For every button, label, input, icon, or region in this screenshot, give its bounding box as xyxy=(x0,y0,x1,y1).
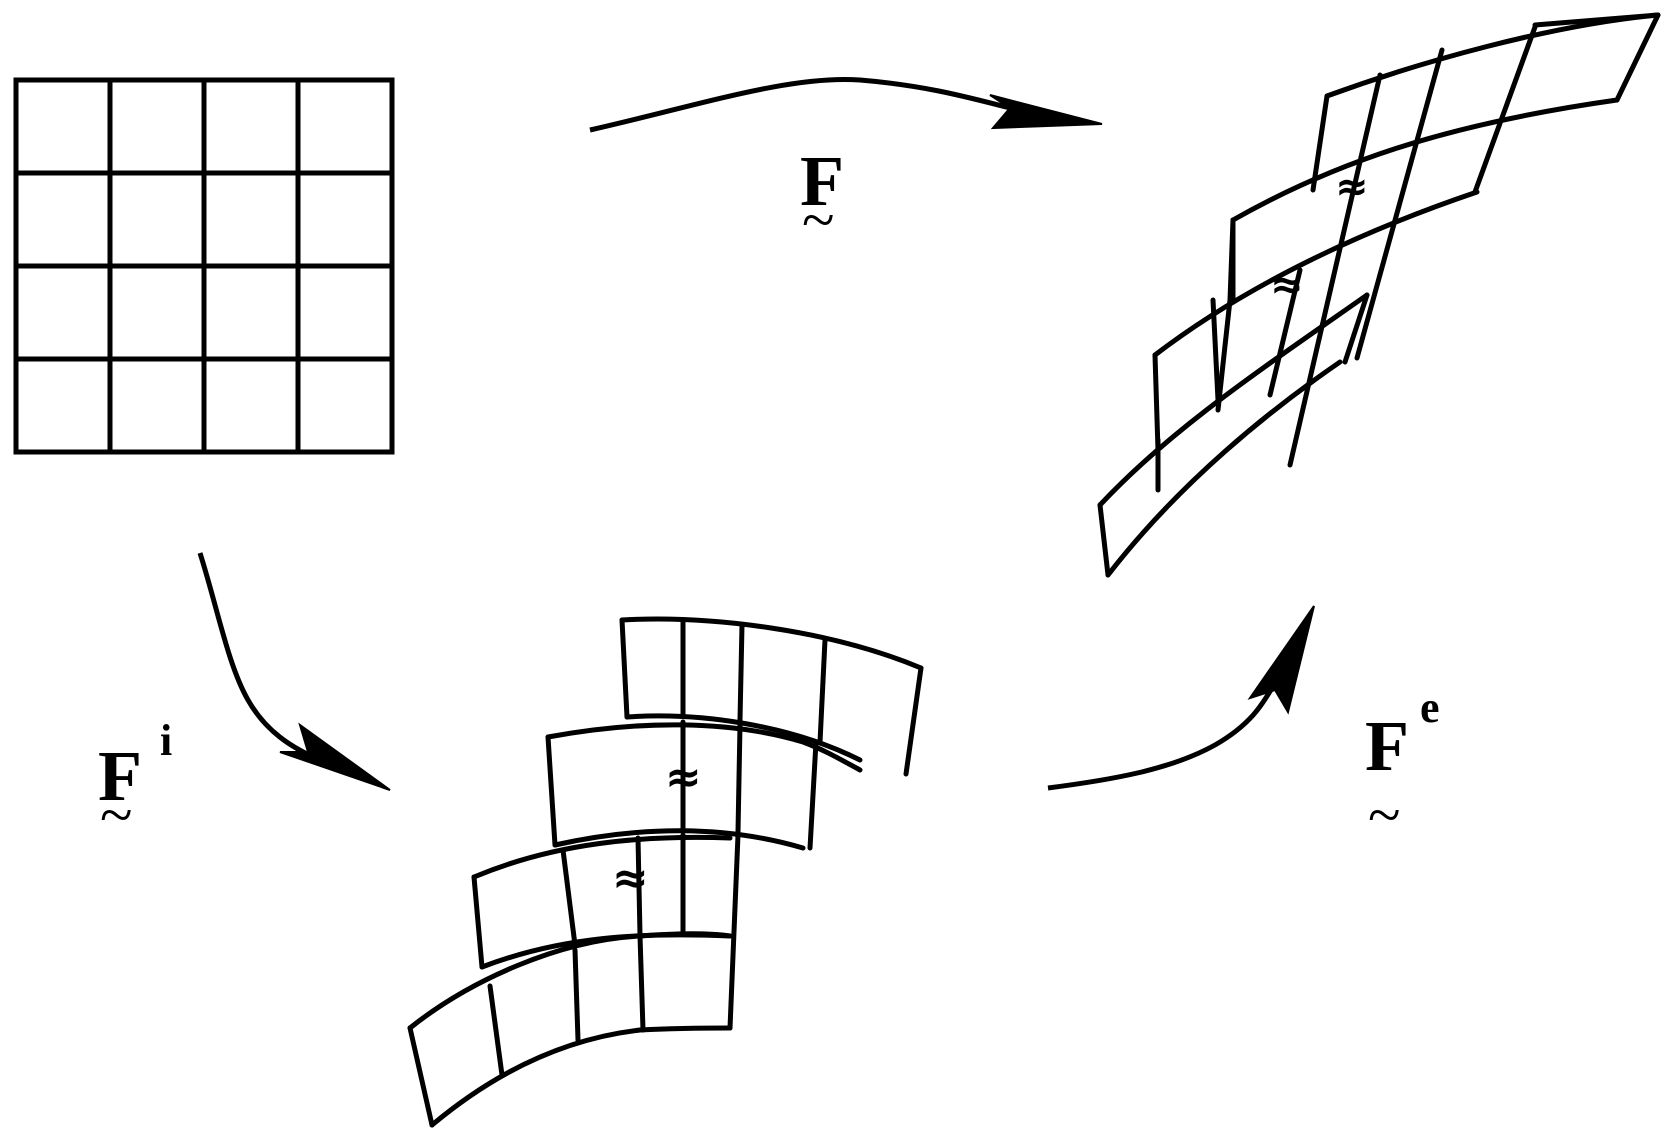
svg-text:i: i xyxy=(160,716,172,765)
arrow-right-icon xyxy=(589,76,1103,133)
svg-text:≈: ≈ xyxy=(665,752,702,803)
svg-text:~: ~ xyxy=(1368,782,1400,848)
svg-text:e: e xyxy=(1420,683,1440,732)
arrow-up-right-icon xyxy=(1047,605,1315,791)
svg-text:F: F xyxy=(98,736,142,816)
reference-grid xyxy=(13,77,395,455)
current-configuration xyxy=(1097,12,1661,578)
svg-text:~: ~ xyxy=(100,782,132,848)
label-F-total: F ~ xyxy=(800,141,844,253)
svg-text:≈: ≈ xyxy=(1335,164,1369,210)
svg-text:F: F xyxy=(1365,706,1409,786)
svg-text:~: ~ xyxy=(802,187,834,253)
svg-text:≈: ≈ xyxy=(1270,262,1304,308)
svg-text:F: F xyxy=(800,141,844,221)
incompatibility-marks-intermediate: ≈ ≈ xyxy=(612,752,702,904)
arrow-down-right-icon xyxy=(197,552,391,791)
intermediate-configuration xyxy=(407,616,924,1128)
label-F-elastic: F e ~ xyxy=(1365,683,1440,848)
label-F-intermediate: F i ~ xyxy=(98,716,172,848)
svg-text:≈: ≈ xyxy=(612,853,649,904)
incompatibility-marks-current: ≈ ≈ xyxy=(1270,164,1369,308)
